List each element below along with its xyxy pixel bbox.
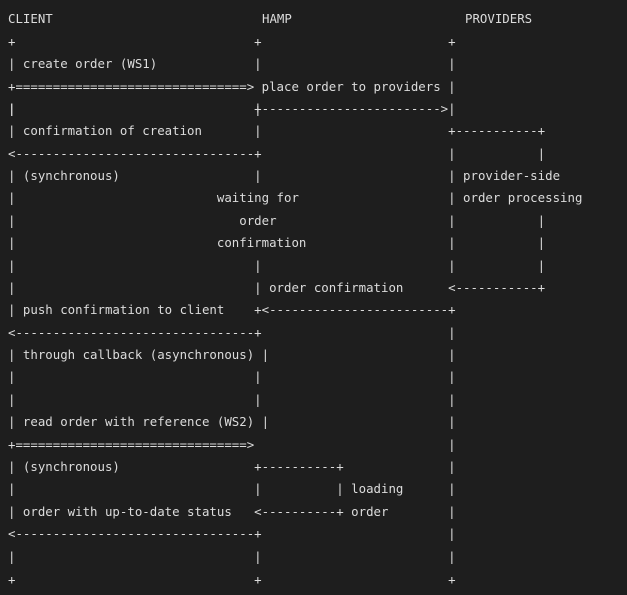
diagram-line: <--------------------------------+ | [8, 526, 456, 541]
diagram-line: <--------------------------------+ | [8, 325, 456, 340]
diagram-line: | confirmation | | [8, 235, 546, 250]
diagram-line: | through callback (asynchronous) | | [8, 347, 456, 362]
diagram-line: | | | [8, 392, 456, 407]
lane-header-providers: PROVIDERS [465, 11, 533, 26]
diagram-line: | (synchronous) | | provider-side [8, 168, 561, 183]
lane-header-client: CLIENT [8, 11, 53, 26]
diagram-line: | +------------------------> [8, 101, 449, 116]
diagram-line: +===============================> place … [8, 79, 456, 94]
diagram-line: | | | | [8, 258, 546, 273]
diagram-line: + + + [8, 34, 456, 49]
diagram-line: | | | [8, 549, 456, 564]
diagram-line: | | | loading | [8, 481, 456, 496]
diagram-line: | create order (WS1) | | [8, 56, 456, 71]
diagram-line: | confirmation of creation | +----------… [8, 123, 546, 138]
diagram-line: | | | [8, 369, 456, 384]
diagram-line: | | | [8, 101, 456, 116]
diagram-line: | waiting for | order processing [8, 190, 583, 205]
lane-header-hamp: HAMP [262, 11, 292, 26]
diagram-line: | push confirmation to client +<--------… [8, 302, 456, 317]
diagram-line: | | order confirmation <-----------+ [8, 280, 546, 295]
diagram-line: | (synchronous) +----------+ | [8, 459, 456, 474]
diagram-line: | order | | [8, 213, 546, 228]
diagram-line: + + + [8, 572, 456, 587]
diagram-line: | order with up-to-date status <--------… [8, 504, 456, 519]
diagram-line: <--------------------------------+ | | [8, 146, 546, 161]
diagram-line: +===============================> | [8, 437, 456, 452]
diagram-line: | read order with reference (WS2) | | [8, 414, 456, 429]
